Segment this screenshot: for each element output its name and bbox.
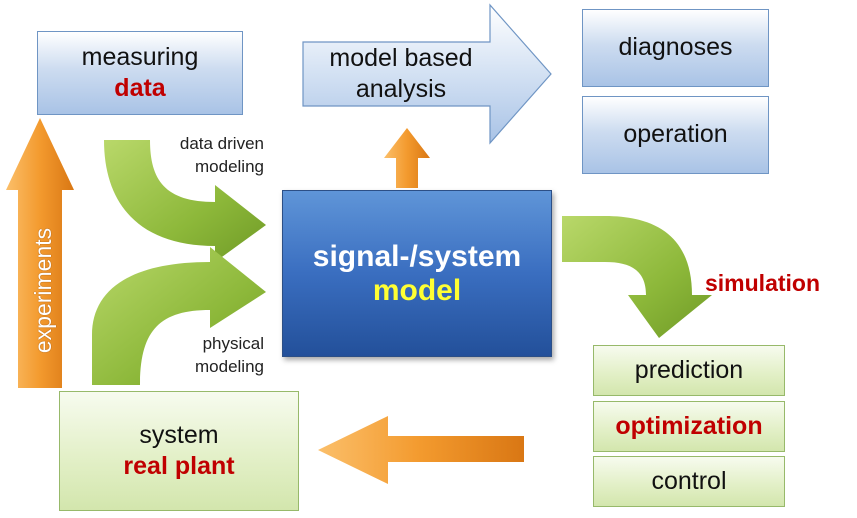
physical-line2: modeling — [195, 356, 264, 376]
operation-box: operation — [582, 96, 769, 174]
control-box: control — [593, 456, 785, 507]
analysis-text: model based analysis — [316, 42, 486, 106]
measuring-label: measuring — [81, 42, 199, 71]
diagnoses-box: diagnoses — [582, 9, 769, 87]
physical-label: physical modeling — [140, 333, 264, 379]
experiments-arrow — [6, 118, 74, 388]
system-label: system — [139, 420, 219, 449]
prediction-box: prediction — [593, 345, 785, 396]
feedback-arrow — [318, 416, 524, 484]
analysis-arrow — [302, 3, 552, 145]
analysis-line2: analysis — [355, 75, 447, 103]
data-label: data — [114, 74, 166, 102]
diagnoses-label: diagnoses — [618, 33, 733, 62]
data-driven-label: data driven modeling — [140, 133, 264, 179]
analysis-line1: model based — [329, 43, 473, 72]
data-driven-line1: data driven — [179, 134, 264, 153]
simulation-arrow — [562, 216, 712, 338]
experiments-label: experiments — [30, 227, 57, 353]
analysis-up-arrow — [384, 128, 430, 188]
optimization-label: optimization — [615, 411, 763, 440]
core-line1: signal-/system — [312, 239, 522, 273]
physical-arrow — [92, 247, 266, 385]
data-driven-arrow — [104, 140, 266, 262]
data-driven-line2: modeling — [195, 156, 264, 176]
real-plant-label: real plant — [123, 452, 235, 480]
prediction-label: prediction — [634, 355, 744, 384]
core-line2: model — [372, 273, 462, 307]
system-real-plant-box: system real plant — [59, 391, 299, 511]
operation-label: operation — [623, 120, 728, 149]
measuring-data-box: measuring data — [37, 31, 243, 115]
simulation-label: simulation — [705, 270, 821, 296]
physical-line1: physical — [202, 334, 264, 353]
experiments-label-wrap: experiments — [14, 210, 74, 370]
control-label: control — [651, 466, 727, 495]
signal-system-model-box: signal-/system model — [282, 190, 552, 357]
optimization-box: optimization — [593, 401, 785, 452]
